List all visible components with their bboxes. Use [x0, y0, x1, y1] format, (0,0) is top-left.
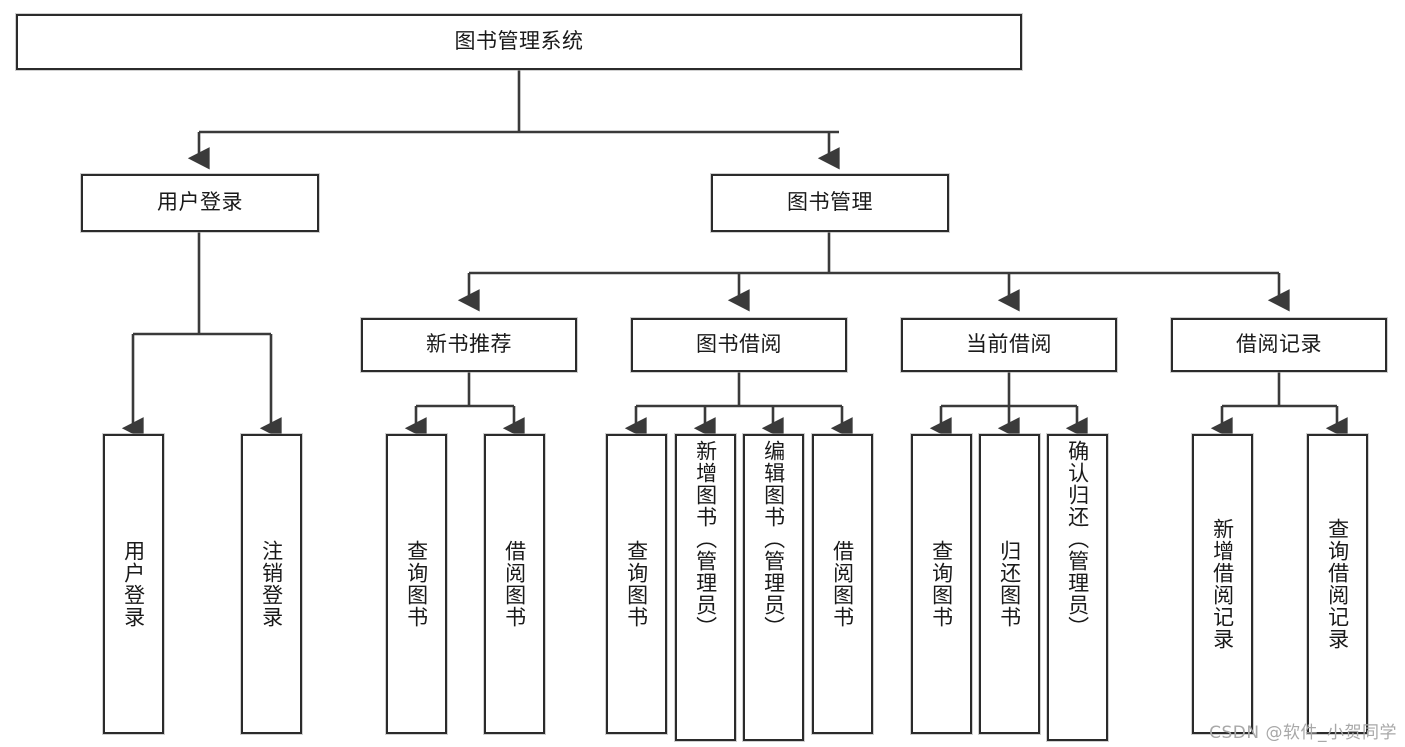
node-user-login[interactable]: 用户登录: [81, 174, 319, 232]
node-current-borrow-label: 当前借阅: [966, 332, 1052, 357]
node-leaf-add-book-label: 新增图书（管理员）: [693, 440, 718, 638]
node-leaf-query-book-1-label: 查询图书: [404, 540, 429, 628]
node-user-login-label: 用户登录: [157, 190, 243, 215]
node-leaf-return-book[interactable]: 归还图书: [979, 434, 1040, 734]
node-leaf-borrow-book-2-label: 借阅图书: [830, 540, 855, 628]
node-leaf-return-book-label: 归还图书: [997, 540, 1022, 628]
node-leaf-query-book-3-label: 查询图书: [929, 540, 954, 628]
node-new-book-rec[interactable]: 新书推荐: [361, 318, 577, 372]
node-leaf-add-record-label: 新增借阅记录: [1210, 518, 1235, 650]
node-book-borrow-label: 图书借阅: [696, 332, 782, 357]
node-borrow-record-label: 借阅记录: [1236, 332, 1322, 357]
node-new-book-rec-label: 新书推荐: [426, 332, 512, 357]
node-leaf-user-login[interactable]: 用户登录: [103, 434, 164, 734]
node-leaf-borrow-book-2[interactable]: 借阅图书: [812, 434, 873, 734]
node-leaf-borrow-book-1-label: 借阅图书: [502, 540, 527, 628]
node-book-manage[interactable]: 图书管理: [711, 174, 949, 232]
node-leaf-user-login-label: 用户登录: [121, 540, 146, 628]
node-leaf-query-book-3[interactable]: 查询图书: [911, 434, 972, 734]
node-leaf-add-record[interactable]: 新增借阅记录: [1192, 434, 1253, 734]
node-root-label: 图书管理系统: [454, 29, 584, 54]
node-current-borrow[interactable]: 当前借阅: [901, 318, 1117, 372]
node-leaf-edit-book[interactable]: 编辑图书（管理员）: [743, 434, 804, 741]
node-leaf-borrow-book-1[interactable]: 借阅图书: [484, 434, 545, 734]
node-root[interactable]: 图书管理系统: [16, 14, 1022, 70]
watermark-text: CSDN @软件_小贺同学: [1209, 723, 1397, 743]
node-leaf-edit-book-label: 编辑图书（管理员）: [761, 440, 786, 638]
node-leaf-query-record-label: 查询借阅记录: [1325, 518, 1350, 650]
node-leaf-add-book[interactable]: 新增图书（管理员）: [675, 434, 736, 741]
node-borrow-record[interactable]: 借阅记录: [1171, 318, 1387, 372]
node-leaf-query-record[interactable]: 查询借阅记录: [1307, 434, 1368, 734]
node-leaf-logout-label: 注销登录: [259, 540, 284, 628]
node-book-borrow[interactable]: 图书借阅: [631, 318, 847, 372]
node-book-manage-label: 图书管理: [787, 190, 873, 215]
node-leaf-query-book-1[interactable]: 查询图书: [386, 434, 447, 734]
node-leaf-logout[interactable]: 注销登录: [241, 434, 302, 734]
node-leaf-confirm-return[interactable]: 确认归还（管理员）: [1047, 434, 1108, 741]
node-leaf-query-book-2[interactable]: 查询图书: [606, 434, 667, 734]
node-leaf-query-book-2-label: 查询图书: [624, 540, 649, 628]
node-leaf-confirm-return-label: 确认归还（管理员）: [1065, 440, 1090, 638]
